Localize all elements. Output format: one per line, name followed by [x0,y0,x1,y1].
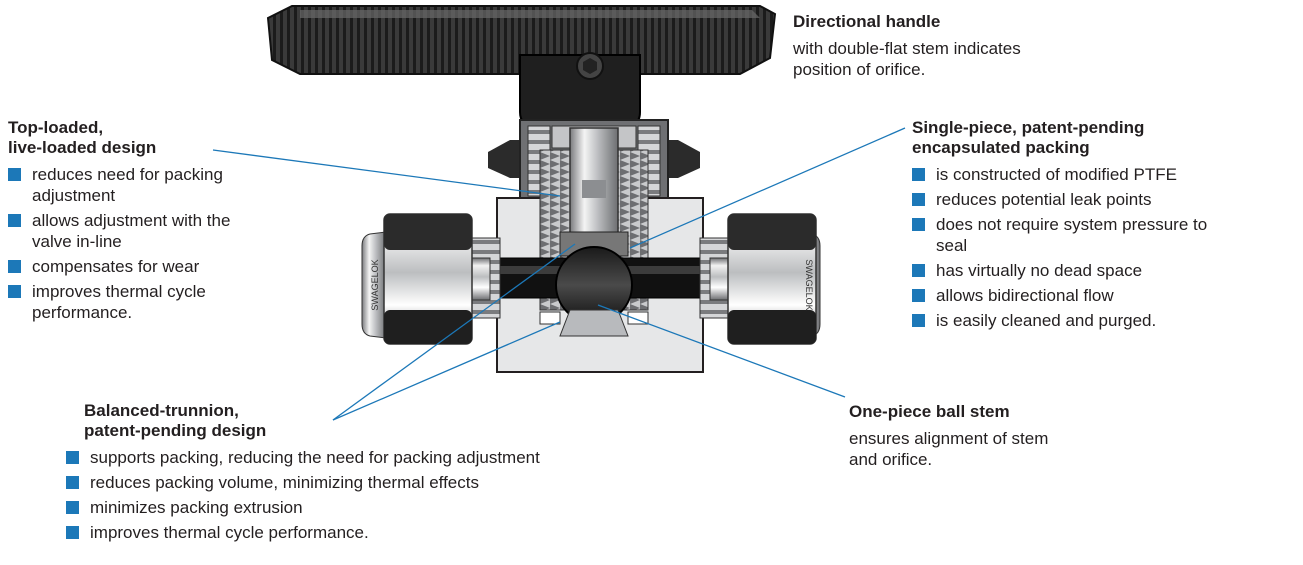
trunnion-bullets: supports packing, reducing the need for … [66,447,724,543]
desc-line: and orifice. [849,450,933,469]
valve-body [487,127,713,373]
ball-stem-callout: One-piece ball stem ensures alignment of… [849,402,1149,470]
bullet-item: improves thermal cycle performance. [8,281,308,323]
leader-trunnion-lower [332,321,561,421]
bullet-text: performance. [32,303,133,322]
bullet-text: minimizes packing extrusion [90,498,303,517]
bullet-item: has virtually no dead space [912,260,1297,281]
packing-callout: Single-piece, patent-pending encapsulate… [912,118,1297,335]
bullet-text: improves thermal cycle performance. [90,523,369,542]
bullet-item: reduces packing volume, minimizing therm… [66,472,724,493]
title-line: patent-pending design [84,421,267,440]
bullet-square-icon [912,168,925,181]
bullet-text: adjustment [32,186,116,205]
bullet-square-icon [912,193,925,206]
bullet-item: is easily cleaned and purged. [912,310,1297,331]
right-end-fitting: SWAGELOK [699,213,821,345]
ball-stem-title: One-piece ball stem [849,402,1010,421]
trunnion-callout: Balanced-trunnion, patent-pending design… [66,401,724,547]
bullet-item: improves thermal cycle performance. [66,522,724,543]
bullet-square-icon [8,168,21,181]
bullet-item: supports packing, reducing the need for … [66,447,724,468]
bullet-item: is constructed of modified PTFE [912,164,1297,185]
bullet-text: seal [936,236,968,255]
bullet-text: does not require system pressure to [936,215,1208,234]
bullet-item: does not require system pressure to seal [912,214,1297,256]
right-nut-label: SWAGELOK [804,259,814,310]
bullet-square-icon [8,214,21,227]
bullet-text: is constructed of modified PTFE [936,165,1177,184]
leader-trunnion-upper [332,243,576,421]
directional-handle [266,5,777,127]
bullet-text: compensates for wear [32,257,200,276]
leader-packing [629,127,906,249]
directional-handle-title: Directional handle [793,12,941,31]
title-line: Balanced-trunnion, [84,401,239,420]
top-loaded-callout: Top-loaded, live-loaded design reduces n… [8,118,308,327]
bullet-item: reduces need for packing adjustment [8,164,308,206]
trunnion-title: Balanced-trunnion, patent-pending design [84,401,724,441]
directional-handle-desc: with double-flat stem indicates position… [793,38,1123,80]
bullet-item: compensates for wear [8,256,308,277]
title-line: Single-piece, patent-pending [912,118,1145,137]
top-loaded-bullets: reduces need for packing adjustment allow… [8,164,308,323]
leader-top-loaded [212,149,561,197]
left-nut-label: SWAGELOK [370,259,380,310]
bullet-text: is easily cleaned and purged. [936,311,1157,330]
bullet-text: supports packing, reducing the need for … [90,448,540,467]
leader-ball-stem [597,304,846,398]
directional-handle-callout: Directional handle with double-flat stem… [793,12,1123,80]
bullet-item: reduces potential leak points [912,189,1297,210]
top-loaded-title: Top-loaded, live-loaded design [8,118,308,158]
packing-bullets: is constructed of modified PTFE reduces … [912,164,1297,331]
desc-line: position of orifice. [793,60,926,79]
bullet-square-icon [66,526,79,539]
bullet-square-icon [912,289,925,302]
title-line: encapsulated packing [912,138,1090,157]
packing-title: Single-piece, patent-pending encapsulate… [912,118,1297,158]
bullet-text: reduces need for packing [32,165,223,184]
bullet-square-icon [8,260,21,273]
leader-lines [212,127,906,421]
bullet-text: allows bidirectional flow [936,286,1114,305]
bullet-text: reduces potential leak points [936,190,1152,209]
bullet-square-icon [8,285,21,298]
bullet-text: has virtually no dead space [936,261,1143,280]
bullet-text: allows adjustment with the [32,211,231,230]
bullet-text: reduces packing volume, minimizing therm… [90,473,479,492]
left-end-fitting: SWAGELOK [361,213,501,345]
bullet-square-icon [912,264,925,277]
bullet-item: minimizes packing extrusion [66,497,724,518]
bullet-square-icon [912,314,925,327]
bullet-item: allows adjustment with the valve in-line [8,210,308,252]
title-line: Top-loaded, [8,118,104,137]
bullet-square-icon [66,451,79,464]
desc-line: ensures alignment of stem [849,429,1049,448]
title-line: live-loaded design [8,138,157,157]
bullet-text: valve in-line [32,232,122,251]
bullet-square-icon [66,501,79,514]
bullet-square-icon [912,218,925,231]
bullet-item: allows bidirectional flow [912,285,1297,306]
bullet-square-icon [66,476,79,489]
desc-line: with double-flat stem indicates [793,39,1021,58]
bullet-text: improves thermal cycle [32,282,206,301]
ball-stem-desc: ensures alignment of stem and orifice. [849,428,1149,470]
